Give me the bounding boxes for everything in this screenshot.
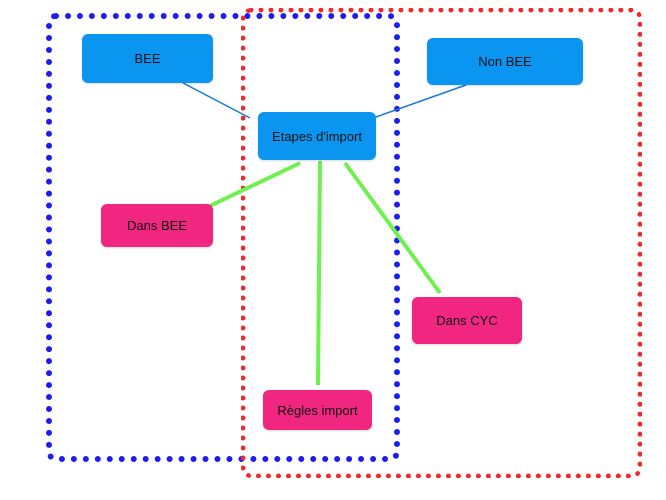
node-non-bee-label: Non BEE	[478, 54, 532, 69]
node-non-bee[interactable]: Non BEE	[427, 38, 583, 85]
node-etapes-import[interactable]: Etapes d'import	[258, 112, 376, 160]
node-etapes-import-label: Etapes d'import	[272, 128, 362, 144]
node-dans-bee[interactable]: Dans BEE	[101, 204, 213, 247]
node-bee-label: BEE	[134, 51, 161, 66]
node-dans-bee-label: Dans BEE	[127, 218, 187, 233]
node-dans-cyc-label: Dans CYC	[436, 313, 498, 328]
non-bee-group-boundary	[241, 8, 642, 478]
node-regles-import[interactable]: Règles import	[263, 390, 372, 430]
node-dans-cyc[interactable]: Dans CYC	[412, 297, 522, 344]
node-regles-import-label: Règles import	[277, 402, 358, 418]
node-bee[interactable]: BEE	[82, 34, 213, 83]
